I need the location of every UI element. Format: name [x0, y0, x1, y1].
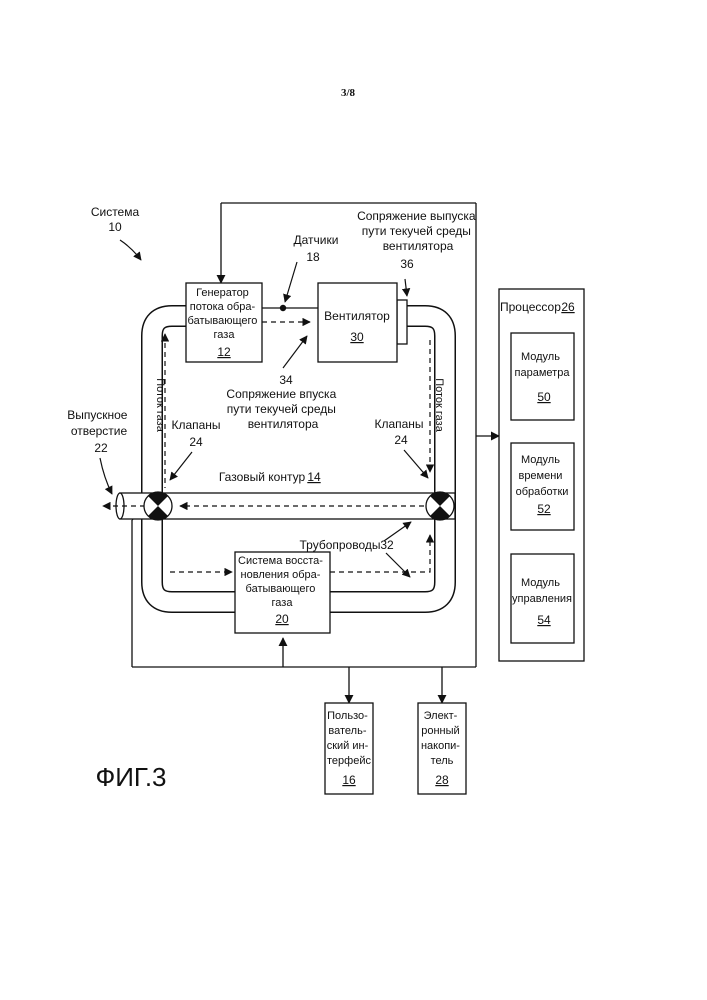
valves-right-pointer-arrow — [404, 450, 428, 478]
system-number: 10 — [108, 220, 122, 234]
valves-right-label: Клапаны — [374, 417, 423, 431]
valve-left — [144, 492, 172, 520]
inlet-interface-label: Сопряжение впуска пути текучей среды вен… — [226, 387, 339, 431]
gas-circuit-number: 14 — [307, 470, 321, 484]
fan-label: Вентилятор — [324, 309, 390, 323]
flow-left-label: Поток газа — [154, 378, 166, 432]
inlet-interface-number: 34 — [279, 373, 293, 387]
fan-outlet-connector — [397, 300, 407, 344]
valves-left-number: 24 — [189, 435, 203, 449]
pipes-label: Трубопроводы — [300, 538, 381, 552]
inlet-pointer-arrow — [283, 336, 307, 368]
module-param-number: 50 — [537, 390, 551, 404]
generator-number: 12 — [217, 345, 231, 359]
module-control-number: 54 — [537, 613, 551, 627]
outlet-interface-number: 36 — [400, 257, 414, 271]
module-time-label: Модуль времени обработки — [516, 454, 569, 498]
pipes-pointer-arrow-1 — [384, 522, 411, 541]
pipes-pointer-arrow-2 — [386, 553, 410, 577]
storage-number: 28 — [435, 773, 449, 787]
processor-label: Процессор — [500, 300, 561, 314]
outlet-pointer-arrow — [405, 279, 407, 296]
sensors-label: Датчики — [294, 233, 339, 247]
module-time-number: 52 — [537, 502, 551, 516]
system-pointer-arrow — [120, 240, 141, 260]
system-label: Система — [91, 205, 140, 219]
sensors-pointer-arrow — [285, 262, 297, 302]
flow-right-label: Поток газа — [433, 378, 445, 432]
pipes-number: 32 — [380, 538, 394, 552]
valves-right-number: 24 — [394, 433, 408, 447]
exhaust-pointer-arrow — [100, 458, 112, 494]
processor-number: 26 — [561, 300, 575, 314]
user-interface-number: 16 — [342, 773, 356, 787]
valves-left-label: Клапаны — [171, 418, 220, 432]
gas-circuit-label: Газовый контур — [219, 470, 306, 484]
valve-right — [426, 492, 454, 520]
exhaust-label: Выпускное отверстие — [67, 408, 131, 438]
sensors-number: 18 — [306, 250, 320, 264]
recovery-number: 20 — [275, 612, 289, 626]
exhaust-number: 22 — [94, 441, 108, 455]
figure-label: ФИГ.3 — [95, 762, 166, 792]
sensor-node — [280, 305, 286, 311]
page-number: 3/8 — [341, 87, 356, 99]
valves-left-pointer-arrow — [170, 452, 192, 480]
fan-number: 30 — [350, 330, 364, 344]
outlet-interface-label: Сопряжение выпуска пути текучей среды ве… — [357, 209, 479, 253]
